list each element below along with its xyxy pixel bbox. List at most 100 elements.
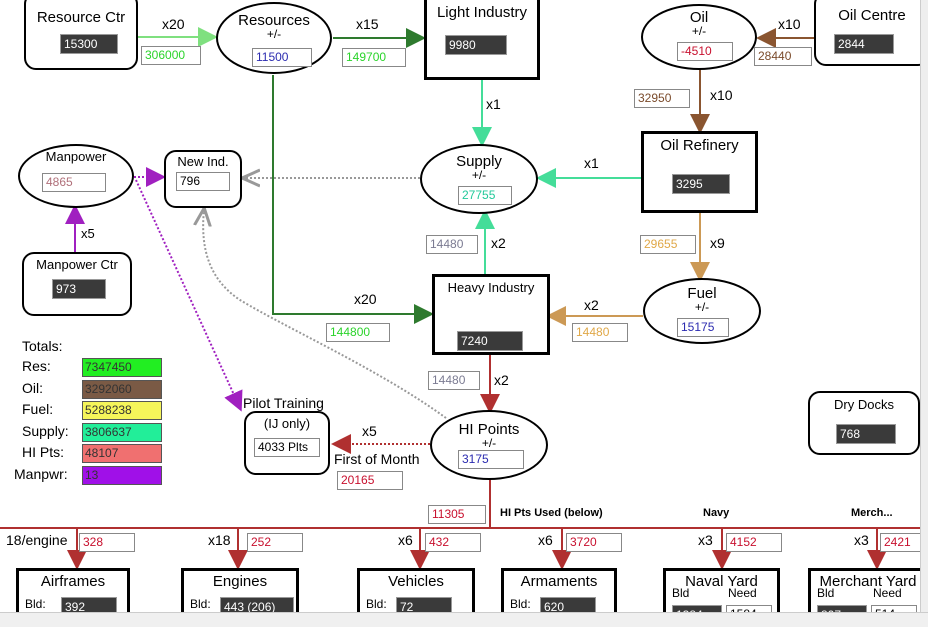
branch-value: 4152 <box>726 533 782 552</box>
node-supply[interactable]: Supply +/- 27755 <box>420 144 538 214</box>
totals-value: 48107 <box>82 444 162 463</box>
node-title: Resources <box>238 12 310 29</box>
flow-value: 14480 <box>572 323 628 342</box>
node-pilot-training[interactable]: (IJ only) 4033 Plts <box>244 411 330 475</box>
flow-mult: x2 <box>494 372 509 388</box>
totals-heading: Totals: <box>22 338 63 354</box>
node-title: Light Industry <box>436 4 528 21</box>
flow-mult: x2 <box>584 297 599 313</box>
flow-value: 14480 <box>426 235 478 254</box>
node-value: 796 <box>176 172 230 191</box>
engine-note: 18/engine <box>6 532 68 548</box>
totals-label: Res: <box>22 358 51 374</box>
arrow-manpower-to-pilot <box>135 179 243 412</box>
flow-mult: x10 <box>710 87 733 103</box>
node-subtitle: (IJ only) <box>263 416 311 431</box>
branch-mult: x3 <box>698 532 713 548</box>
totals-label: Supply: <box>22 422 69 439</box>
node-title: Manpower <box>45 149 107 164</box>
node-new-ind[interactable]: New Ind. 796 <box>164 150 242 208</box>
node-oil-centre[interactable]: Oil Centre 2844 <box>814 0 928 66</box>
branch-value: 328 <box>79 533 135 552</box>
branch-bld-label: Bld <box>817 586 835 600</box>
node-value: -4510 <box>677 42 733 61</box>
node-fuel[interactable]: Fuel +/- 15175 <box>643 278 761 344</box>
flow-value: 14480 <box>428 371 480 390</box>
branch-value: 2421 <box>880 533 928 552</box>
node-oil[interactable]: Oil +/- -4510 <box>641 4 757 70</box>
flow-mult: x20 <box>354 291 377 307</box>
node-title: Supply <box>456 153 502 170</box>
node-title: Dry Docks <box>834 397 894 412</box>
node-value: 4033 Plts <box>254 438 320 457</box>
node-oil-refinery[interactable]: Oil Refinery 3295 <box>641 131 758 213</box>
node-title: HI Points <box>458 421 520 438</box>
flow-value: 20165 <box>337 471 403 490</box>
branch-bld-label: Bld: <box>366 597 387 611</box>
navy-label: Navy <box>703 507 730 519</box>
flow-value: 29655 <box>640 235 696 254</box>
node-value: 15175 <box>677 318 729 337</box>
node-pm: +/- <box>691 24 707 38</box>
branch-bld-label: Bld <box>672 586 690 600</box>
node-value: 3175 <box>458 450 524 469</box>
flow-mult: x2 <box>491 235 506 251</box>
arrow-hip-to-newind <box>203 210 447 419</box>
branch-title: Armaments <box>520 573 598 590</box>
branch-title: Merchant Yard <box>819 573 917 590</box>
branch-need-label: Need <box>728 586 757 600</box>
flow-mult: x10 <box>778 16 801 32</box>
branch-bld-label: Bld: <box>25 597 46 611</box>
node-title: Resource Ctr <box>36 9 126 26</box>
flow-note: First of Month <box>334 451 420 467</box>
branch-value: 432 <box>425 533 481 552</box>
node-dry-docks[interactable]: Dry Docks 768 <box>808 391 920 455</box>
branch-value: 3720 <box>566 533 622 552</box>
node-value: 7240 <box>457 331 523 351</box>
totals-label: Manpwr: <box>14 465 68 482</box>
node-title: Oil Refinery <box>660 137 739 154</box>
node-value: 973 <box>52 279 106 299</box>
node-pm: +/- <box>471 168 487 182</box>
node-manpower-ctr[interactable]: Manpower Ctr 973 <box>22 252 132 316</box>
flow-mult: x5 <box>362 423 377 439</box>
totals-value: 13 <box>82 465 162 485</box>
node-pm: +/- <box>266 27 282 41</box>
totals-label: Fuel: <box>22 401 54 417</box>
node-value: 9980 <box>445 35 507 55</box>
flow-mult: x9 <box>710 235 725 251</box>
flow-value: 306000 <box>141 46 201 65</box>
branch-bld-label: Bld: <box>510 597 531 611</box>
branch-mult: x6 <box>398 532 413 548</box>
totals-value: 7347450 <box>82 358 162 377</box>
node-hi-points[interactable]: HI Points +/- 3175 <box>430 410 548 480</box>
node-value: 3295 <box>672 174 730 194</box>
node-value: 768 <box>836 424 896 444</box>
node-resource-ctr[interactable]: Resource Ctr 15300 <box>24 0 138 70</box>
node-value: 27755 <box>458 186 512 205</box>
flow-value: 11305 <box>428 505 486 524</box>
flow-value: 28440 <box>754 47 812 66</box>
node-title: New Ind. <box>177 154 229 169</box>
node-manpower[interactable]: Manpower 4865 <box>18 144 134 208</box>
vertical-scrollbar[interactable] <box>920 0 928 626</box>
flow-mult: x20 <box>162 16 185 32</box>
branch-title: Vehicles <box>388 573 444 590</box>
horizontal-scrollbar[interactable] <box>0 612 928 627</box>
flow-value: 32950 <box>634 89 690 108</box>
node-value: 4865 <box>42 173 106 192</box>
branch-title: Engines <box>212 573 268 590</box>
branch-value: 252 <box>247 533 303 552</box>
node-pm: +/- <box>481 436 497 450</box>
node-resources[interactable]: Resources +/- 11500 <box>216 2 332 74</box>
flow-mult: x1 <box>486 96 501 112</box>
node-title: Manpower Ctr <box>36 257 118 272</box>
totals-value: 3292060 <box>82 379 162 399</box>
hi-pts-used-label: HI Pts Used (below) <box>500 507 603 519</box>
totals-value: 5288238 <box>82 401 162 420</box>
node-heavy-industry[interactable]: Heavy Industry 7240 <box>432 274 550 355</box>
node-title: Fuel <box>687 285 717 302</box>
node-light-industry[interactable]: Light Industry 9980 <box>424 0 540 80</box>
totals-value: 3806637 <box>82 422 162 442</box>
